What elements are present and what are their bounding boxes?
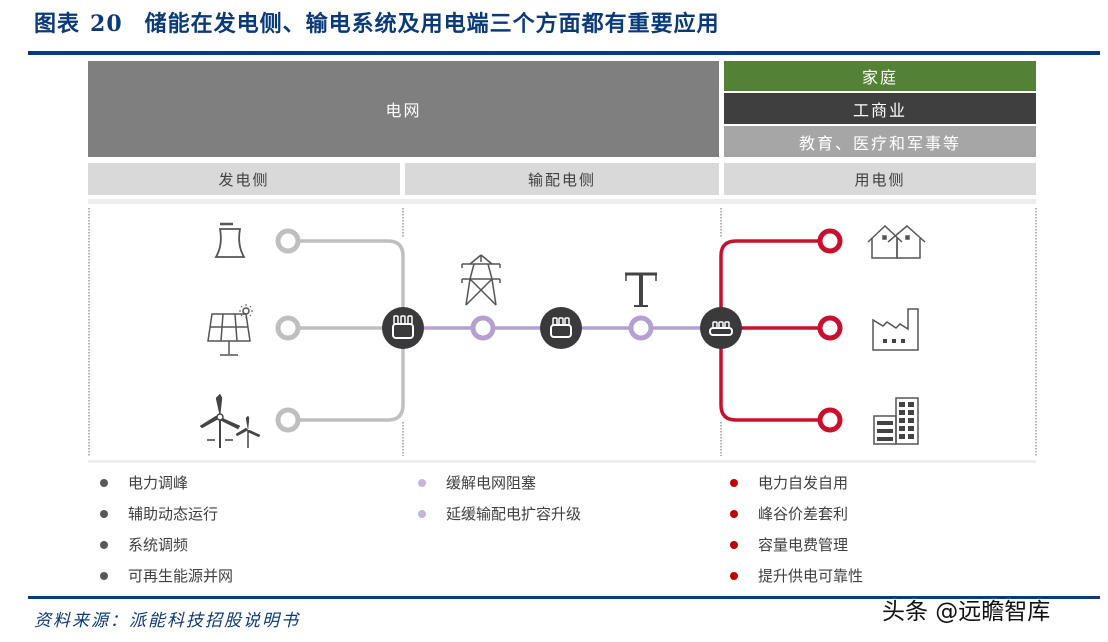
bullet-item: 容量电费管理	[730, 534, 848, 555]
solar-panel-icon	[207, 304, 253, 356]
generation-node-2	[275, 315, 301, 341]
side-consumption: 用电侧	[724, 163, 1036, 195]
bullet-dot-icon	[730, 509, 738, 518]
grid-label: 电网	[385, 101, 422, 120]
industry-label: 工商业	[852, 100, 907, 120]
bullet-item: 提升供电可靠性	[730, 565, 863, 586]
side-transmission-label: 输配电侧	[527, 170, 596, 189]
section-band-top	[88, 199, 1036, 204]
side-transmission: 输配电侧	[405, 163, 719, 195]
section-band-bottom	[88, 460, 1036, 463]
bullet-dot-icon	[730, 540, 738, 549]
bullet-text: 可再生能源并网	[128, 567, 234, 585]
utility-pole-icon	[625, 272, 657, 307]
bullet-dot-icon	[100, 571, 108, 580]
generation-nodes	[275, 228, 301, 433]
bullet-dot-icon	[730, 571, 738, 580]
bullet-text: 辅助动态运行	[128, 505, 219, 523]
office-building-icon	[873, 397, 919, 445]
figure-title-text: 储能在发电侧、输电系统及用电端三个方面都有重要应用	[144, 11, 720, 37]
transmission-nodes	[470, 315, 654, 341]
houses-icon	[867, 224, 926, 259]
side-generation-label: 发电侧	[218, 170, 270, 189]
bullet-text: 缓解电网阻塞	[446, 474, 537, 492]
bullet-item: 辅助动态运行	[100, 503, 218, 524]
bullet-item: 峰谷价差套利	[730, 503, 848, 524]
side-generation: 发电侧	[88, 163, 400, 195]
consumption-nodes	[817, 228, 843, 433]
consumption-node-2	[817, 315, 843, 341]
bullet-text: 延缓输配电扩容升级	[446, 505, 582, 523]
home-label: 家庭	[861, 68, 898, 87]
bullet-text: 容量电费管理	[758, 536, 849, 554]
side-consumption-label: 用电侧	[854, 170, 906, 189]
bullet-item: 可再生能源并网	[100, 565, 233, 586]
bullet-item: 系统调频	[100, 534, 188, 555]
bullet-item: 延缓输配电扩容升级	[418, 503, 581, 524]
grid-block: 电网	[88, 61, 719, 157]
home-block: 家庭	[724, 61, 1036, 91]
battery-storage-icon	[700, 307, 742, 349]
industry-block: 工商业	[724, 93, 1036, 124]
generation-node-3	[275, 407, 301, 433]
generation-node-1	[275, 228, 301, 254]
bullet-text: 峰谷价差套利	[758, 505, 849, 523]
transmission-node-1	[470, 315, 496, 341]
bullet-dot-icon	[730, 478, 738, 487]
bullet-dot-icon	[100, 509, 108, 518]
bullet-text: 提升供电可靠性	[758, 567, 864, 585]
battery-storage-icon	[382, 307, 424, 349]
bullet-dot-icon	[100, 478, 108, 487]
figure-label: 图表	[34, 11, 81, 37]
bullet-item: 电力自发自用	[730, 472, 848, 493]
public-block: 教育、医疗和军事等	[724, 126, 1036, 157]
bullet-text: 电力自发自用	[758, 474, 849, 492]
figure-number: 20	[90, 11, 123, 37]
bottom-rule	[28, 596, 1100, 599]
bullet-dot-icon	[100, 540, 108, 549]
bullet-item: 缓解电网阻塞	[418, 472, 536, 493]
watermark: 头条 @远瞻智库	[882, 599, 1051, 625]
bullet-text: 系统调频	[128, 536, 189, 554]
consumption-node-1	[817, 228, 843, 254]
top-rule	[28, 51, 1100, 55]
public-label: 教育、医疗和军事等	[798, 133, 961, 153]
figure-title: 图表 20 储能在发电侧、输电系统及用电端三个方面都有重要应用	[34, 6, 720, 38]
energy-flow-diagram	[88, 208, 1037, 456]
battery-storage-icon	[540, 307, 582, 349]
transmission-node-2	[628, 315, 654, 341]
consumption-node-3	[817, 407, 843, 433]
transmission-tower-icon	[461, 254, 501, 306]
cooling-tower-icon	[214, 222, 246, 258]
factory-icon	[872, 308, 919, 351]
bullet-dot-icon	[418, 509, 426, 518]
bullet-text: 电力调峰	[128, 474, 189, 492]
source-note: 资料来源：派能科技招股说明书	[34, 611, 300, 631]
wind-turbine-icon	[199, 393, 261, 448]
bullet-dot-icon	[418, 478, 426, 487]
bullet-item: 电力调峰	[100, 472, 188, 493]
